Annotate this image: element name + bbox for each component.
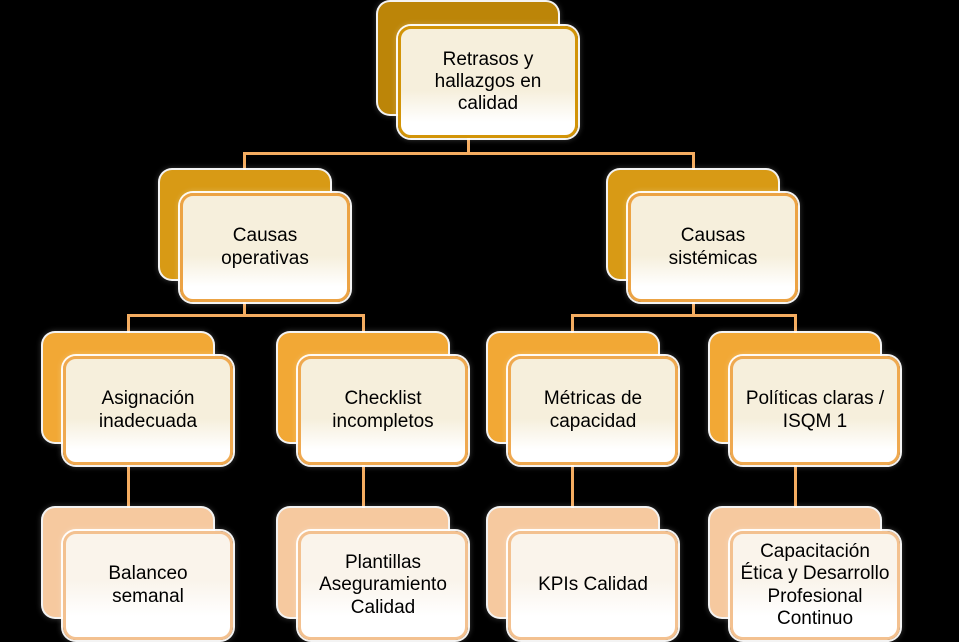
connector-root-drop-left (243, 152, 246, 171)
connector-asignacion-balanceo (127, 464, 130, 510)
node-checklist-incompletos: Checklist incompletos (278, 333, 468, 465)
node-politicas-isqm: Políticas claras / ISQM 1 (710, 333, 900, 465)
node-asignacion-front-panel: Asignación inadecuada (63, 356, 233, 465)
node-balanceo-label: Balanceo semanal (108, 563, 188, 607)
connector-operativas-stub (243, 300, 246, 317)
connector-root-stub (467, 137, 470, 154)
node-causas-sistemicas-label: Causas sistémicas (668, 225, 758, 269)
connector-sistemicas-horizontal (571, 314, 797, 317)
node-capacitacion-label: Capacitación Ética y Desarrollo Profesio… (740, 541, 890, 629)
node-capacitacion-front-panel: Capacitación Ética y Desarrollo Profesio… (730, 531, 900, 640)
node-plantillas-aseguramiento: Plantillas Aseguramiento Calidad (278, 508, 468, 640)
node-checklist-label: Checklist incompletos (332, 388, 434, 432)
node-causas-operativas-front-panel: Causas operativas (180, 193, 350, 302)
node-checklist-front-panel: Checklist incompletos (298, 356, 468, 465)
connector-operativas-drop-right (362, 314, 365, 334)
node-politicas-label: Políticas claras / ISQM 1 (745, 388, 885, 432)
node-kpis-label: KPIs Calidad (538, 574, 648, 596)
node-root-label: Retrasos y hallazgos en calidad (434, 48, 542, 115)
node-plantillas-front-panel: Plantillas Aseguramiento Calidad (298, 531, 468, 640)
connector-operativas-horizontal (127, 314, 365, 317)
node-politicas-front-panel: Políticas claras / ISQM 1 (730, 356, 900, 465)
connector-sistemicas-drop-right (794, 314, 797, 334)
node-causas-sistemicas-front-panel: Causas sistémicas (628, 193, 798, 302)
connector-metricas-kpis (571, 464, 574, 510)
connector-root-drop-right (692, 152, 695, 171)
node-asignacion-label: Asignación inadecuada (98, 388, 198, 432)
connector-politicas-capacitacion (794, 464, 797, 510)
connector-checklist-plantillas (362, 464, 365, 510)
node-asignacion-inadecuada: Asignación inadecuada (43, 333, 233, 465)
node-root-front-panel: Retrasos y hallazgos en calidad (398, 26, 578, 138)
node-root: Retrasos y hallazgos en calidad (378, 2, 578, 138)
node-capacitacion-etica: Capacitación Ética y Desarrollo Profesio… (710, 508, 900, 640)
node-plantillas-label: Plantillas Aseguramiento Calidad (319, 552, 447, 618)
node-causas-sistemicas: Causas sistémicas (608, 170, 798, 302)
connector-operativas-drop-left (127, 314, 130, 334)
connector-root-horizontal (243, 152, 695, 155)
node-balanceo-front-panel: Balanceo semanal (63, 531, 233, 640)
node-metricas-capacidad: Métricas de capacidad (488, 333, 678, 465)
node-causas-operativas-label: Causas operativas (221, 225, 309, 269)
node-metricas-label: Métricas de capacidad (543, 388, 643, 432)
node-kpis-calidad: KPIs Calidad (488, 508, 678, 640)
connector-sistemicas-stub (692, 300, 695, 317)
node-causas-operativas: Causas operativas (160, 170, 350, 302)
node-balanceo-semanal: Balanceo semanal (43, 508, 233, 640)
node-kpis-front-panel: KPIs Calidad (508, 531, 678, 640)
node-metricas-front-panel: Métricas de capacidad (508, 356, 678, 465)
connector-sistemicas-drop-left (571, 314, 574, 334)
